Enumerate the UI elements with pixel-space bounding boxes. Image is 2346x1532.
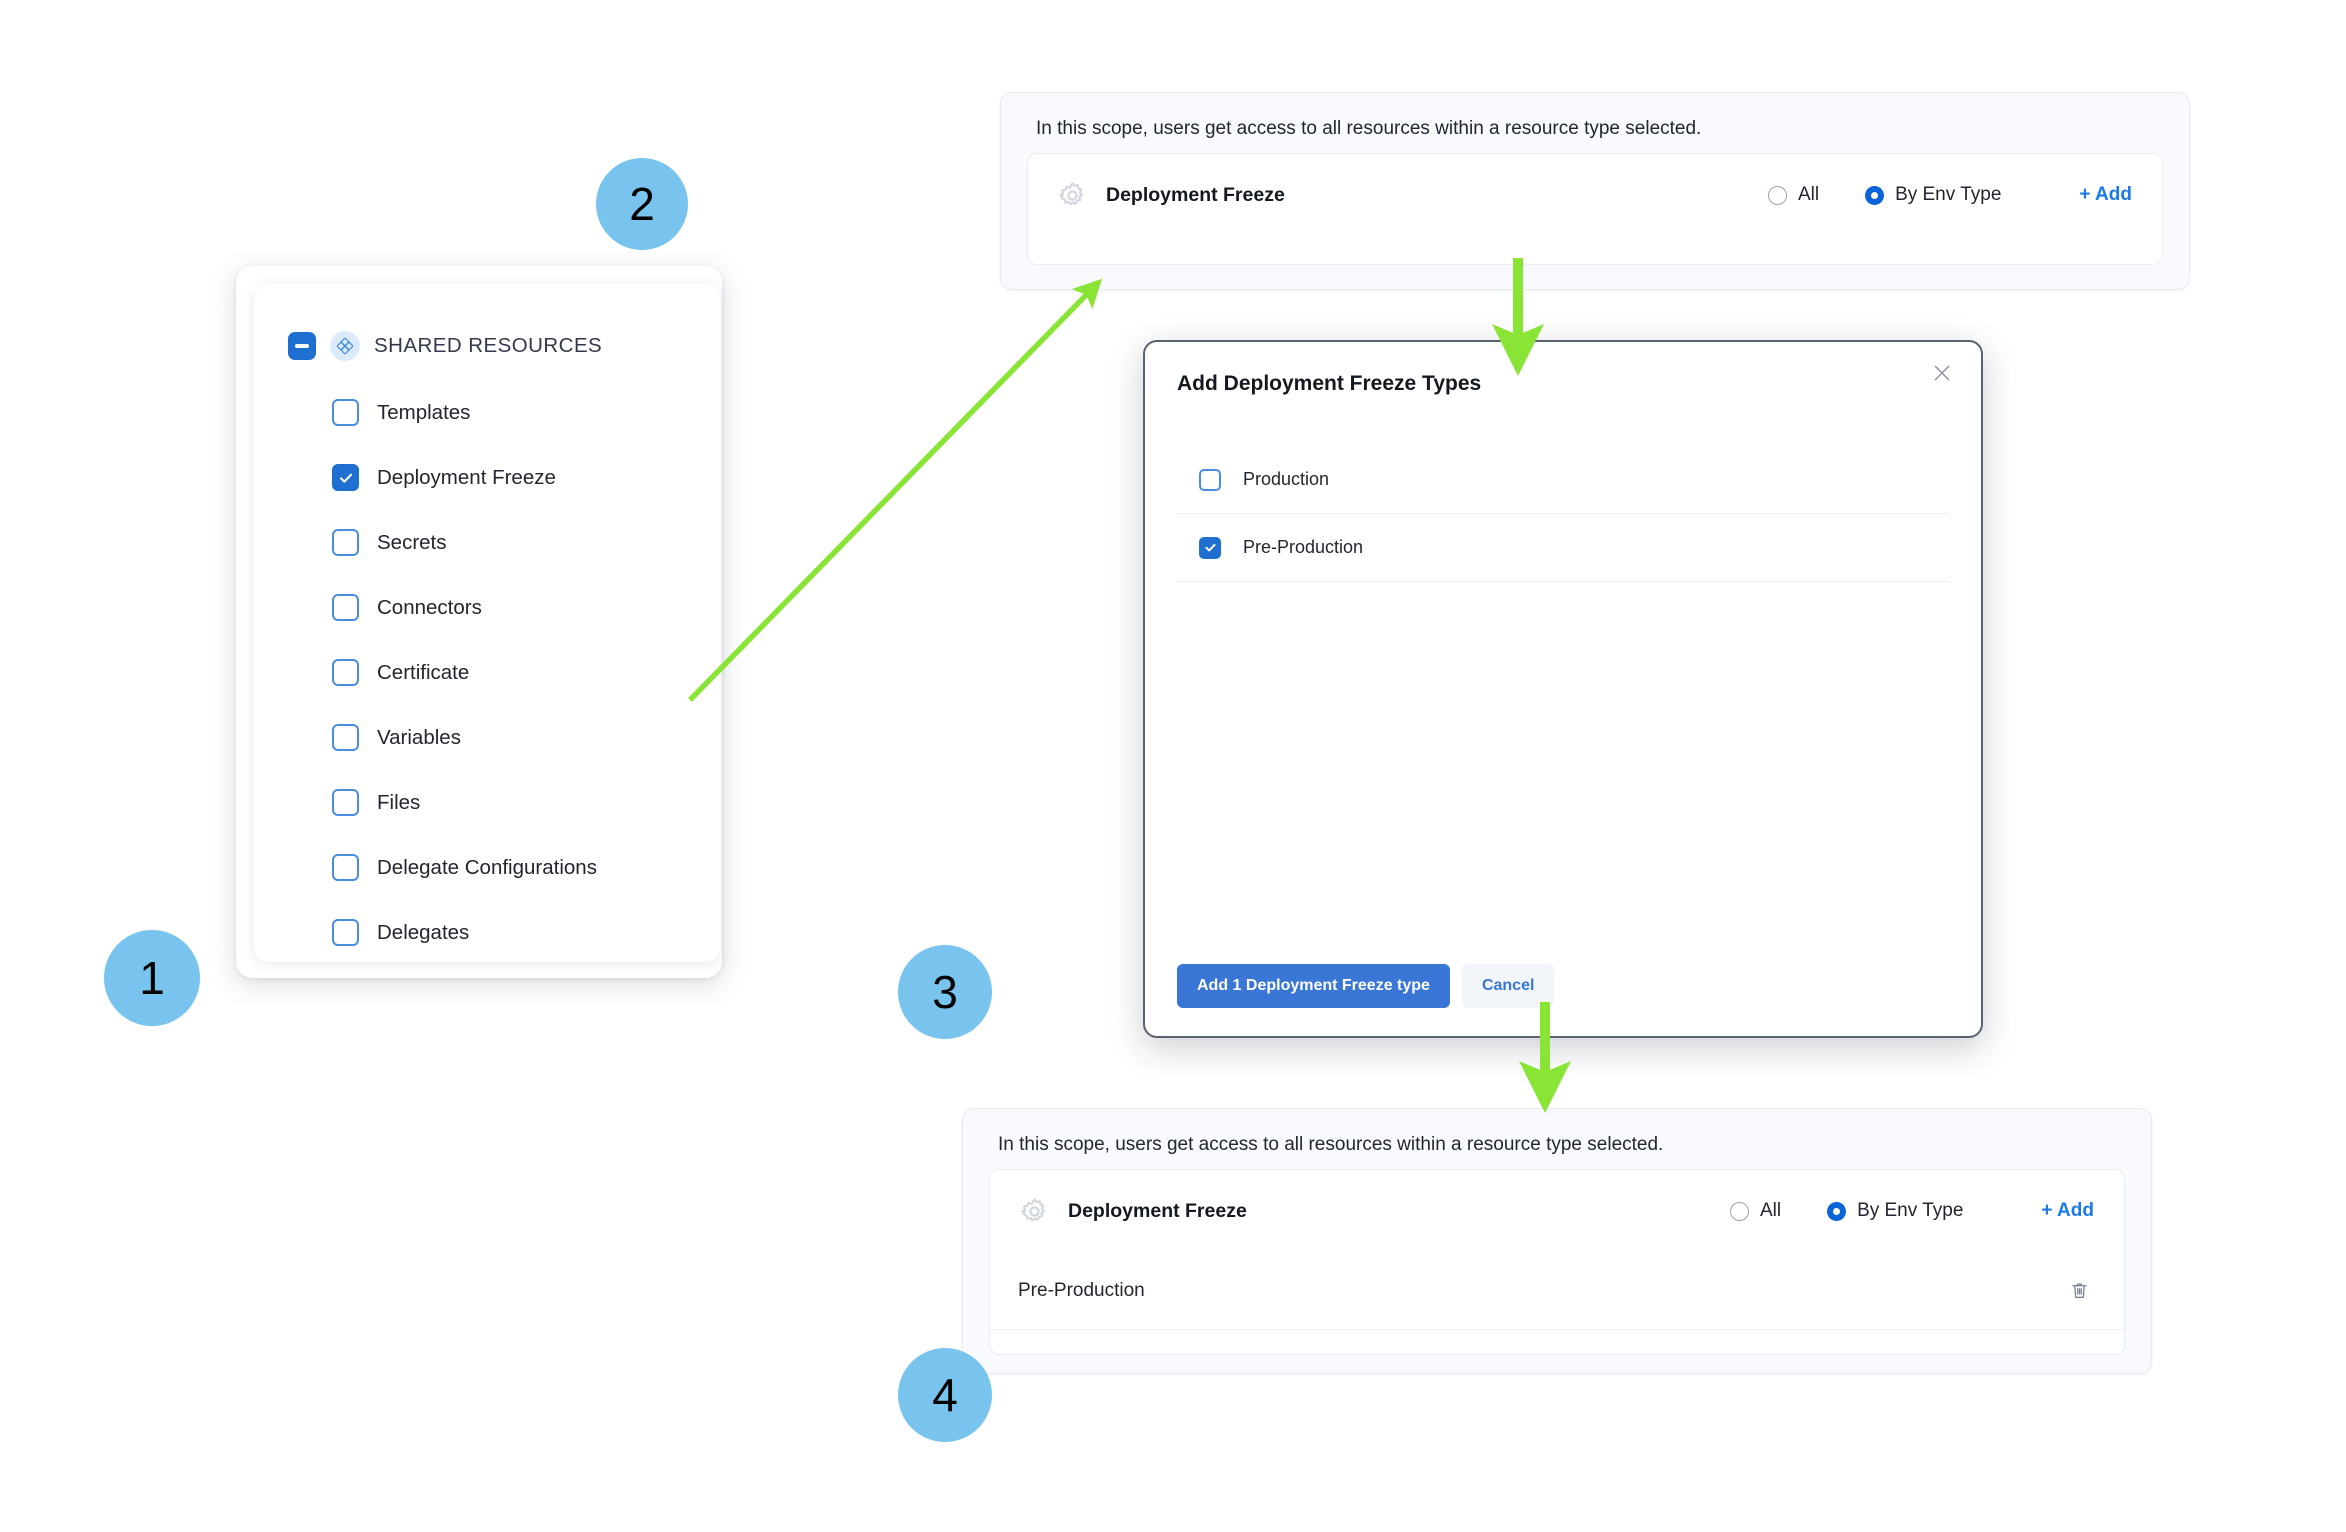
scope-card-before: Deployment Freeze All By Env Type + Add	[1027, 153, 2163, 265]
resource-type-item[interactable]: Deployment Freeze	[254, 445, 720, 510]
scope-note-after: In this scope, users get access to all r…	[998, 1134, 1664, 1155]
resource-type-label: Deployment Freeze	[377, 465, 556, 489]
step-number: 4	[932, 1369, 958, 1421]
step-marker-4: 4	[898, 1348, 992, 1442]
scope-resource-title-after: Deployment Freeze	[1068, 1199, 1247, 1222]
resource-type-label: Files	[377, 790, 421, 814]
shared-resources-label: SHARED RESOURCES	[374, 334, 603, 357]
step-marker-3: 3	[898, 945, 992, 1039]
shared-resources-icon	[330, 331, 360, 361]
scope-resource-row-after: Deployment Freeze All By Env Type + Add	[990, 1170, 2124, 1252]
resource-type-item[interactable]: Variables	[254, 705, 720, 770]
radio-by-env-type-label: By Env Type	[1857, 1200, 1964, 1221]
scope-controls-after: All By Env Type + Add	[1684, 1200, 2094, 1222]
modal-title: Add Deployment Freeze Types	[1177, 372, 1482, 395]
selected-env-type-list: Pre-Production	[990, 1252, 2124, 1330]
radio-by-env-type-icon[interactable]	[1827, 1201, 1847, 1221]
resource-type-label: Certificate	[377, 660, 470, 684]
resource-type-label: Secrets	[377, 530, 447, 554]
selected-env-type-label: Pre-Production	[1018, 1279, 1145, 1301]
scope-controls-before: All By Env Type + Add	[1722, 184, 2132, 206]
radio-all-icon[interactable]	[1767, 185, 1787, 205]
resource-type-label: Delegates	[377, 920, 470, 944]
close-icon[interactable]	[1925, 356, 1959, 390]
gear-icon	[1016, 1193, 1052, 1229]
arrow-tree-to-scope	[688, 278, 1103, 702]
checkbox-unchecked[interactable]	[1199, 468, 1221, 491]
radio-by-env-type-label: By Env Type	[1895, 184, 2002, 205]
cancel-button[interactable]: Cancel	[1461, 964, 1555, 1008]
radio-all-label: All	[1797, 184, 1820, 205]
checkbox-unchecked[interactable]	[332, 854, 359, 881]
scope-note-before: In this scope, users get access to all r…	[1036, 118, 1702, 139]
checkbox-checked[interactable]	[1199, 536, 1221, 559]
checkbox-checked[interactable]	[332, 464, 359, 491]
step-marker-1: 1	[104, 930, 200, 1026]
resource-type-label: Templates	[377, 400, 471, 424]
scope-card-after: Deployment Freeze All By Env Type + Add …	[989, 1169, 2125, 1355]
checkbox-unchecked[interactable]	[332, 724, 359, 751]
modal-footer: Add 1 Deployment Freeze type Cancel	[1177, 964, 1555, 1008]
resource-type-item[interactable]: Files	[254, 770, 720, 835]
checkbox-unchecked[interactable]	[332, 919, 359, 946]
step-number: 2	[629, 178, 655, 230]
resource-type-label: Delegate Configurations	[377, 855, 597, 879]
shared-resources-checkbox[interactable]	[288, 332, 316, 360]
radio-by-env-type-icon[interactable]	[1865, 185, 1885, 205]
step-marker-2: 2	[596, 158, 688, 250]
deployment-freeze-type-label: Production	[1243, 469, 1330, 489]
shared-resources-header[interactable]: SHARED RESOURCES	[288, 331, 602, 361]
resource-type-item[interactable]: Connectors	[254, 575, 720, 640]
resource-type-item[interactable]: Certificate	[254, 640, 720, 705]
selected-env-type-row: Pre-Production	[990, 1252, 2124, 1330]
scope-resource-row-before: Deployment Freeze All By Env Type + Add	[1028, 154, 2162, 236]
step-number: 1	[139, 952, 165, 1004]
checkbox-unchecked[interactable]	[332, 529, 359, 556]
scope-panel-before: In this scope, users get access to all r…	[1000, 92, 2190, 290]
radio-option-by-env-type-before[interactable]: By Env Type	[1865, 184, 2001, 206]
deployment-freeze-type-option[interactable]: Pre-Production	[1177, 514, 1949, 582]
scope-resource-title-before: Deployment Freeze	[1106, 183, 1285, 206]
add-deployment-freeze-type-button[interactable]: Add 1 Deployment Freeze type	[1177, 964, 1450, 1008]
radio-option-all-before[interactable]: All	[1767, 184, 1820, 206]
scope-panel-after: In this scope, users get access to all r…	[962, 1108, 2152, 1374]
resource-type-label: Variables	[377, 725, 461, 749]
checkbox-unchecked[interactable]	[332, 789, 359, 816]
gear-icon	[1054, 177, 1090, 213]
resource-type-item[interactable]: Delegates	[254, 900, 720, 962]
checkbox-unchecked[interactable]	[332, 399, 359, 426]
radio-option-all-after[interactable]: All	[1729, 1200, 1782, 1222]
radio-all-icon[interactable]	[1729, 1201, 1749, 1221]
step-number: 3	[932, 966, 958, 1018]
radio-all-label: All	[1759, 1200, 1782, 1221]
deployment-freeze-type-label: Pre-Production	[1243, 537, 1364, 557]
checkbox-unchecked[interactable]	[332, 659, 359, 686]
radio-option-by-env-type-after[interactable]: By Env Type	[1827, 1200, 1963, 1222]
deployment-freeze-type-option[interactable]: Production	[1177, 446, 1949, 514]
trash-icon[interactable]	[2064, 1276, 2094, 1306]
resource-type-item[interactable]: Secrets	[254, 510, 720, 575]
checkbox-unchecked[interactable]	[332, 594, 359, 621]
resource-type-item[interactable]: Delegate Configurations	[254, 835, 720, 900]
resource-type-item[interactable]: Templates	[254, 380, 720, 445]
resource-type-label: Connectors	[377, 595, 482, 619]
add-button-before[interactable]: + Add	[2079, 184, 2132, 205]
add-button-after[interactable]: + Add	[2041, 1200, 2094, 1221]
